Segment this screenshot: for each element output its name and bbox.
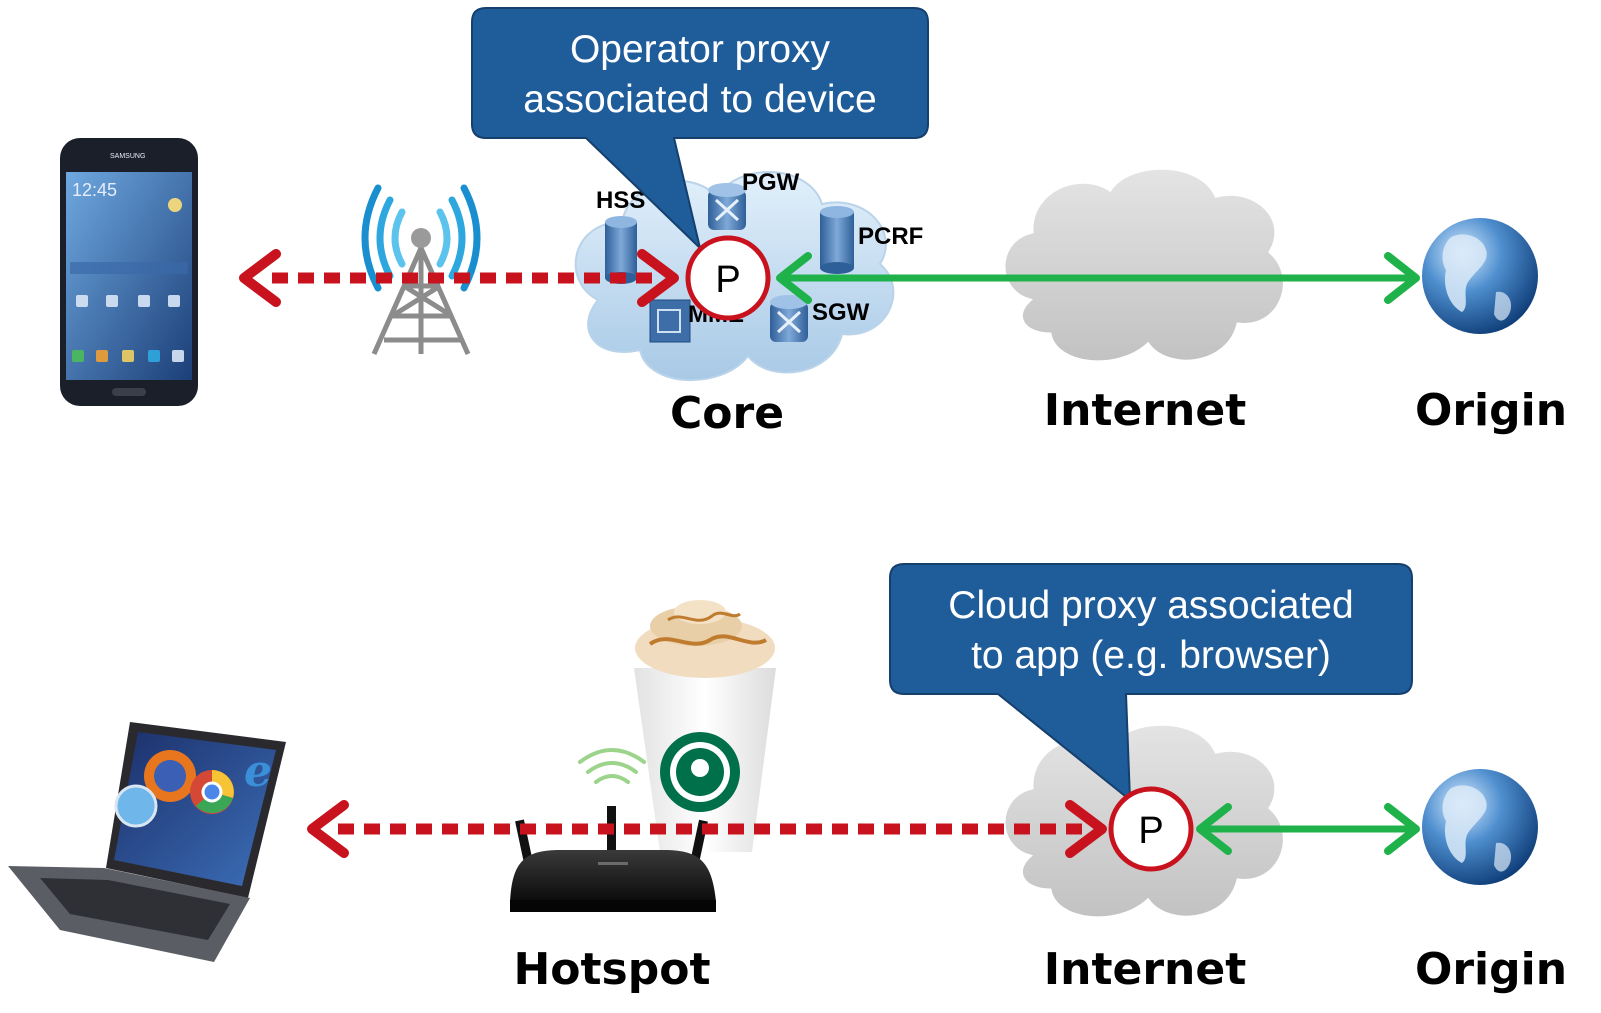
internet-cloud-top	[1002, 166, 1286, 364]
phone-clock-text: 12:45	[72, 180, 117, 200]
svg-text:e: e	[244, 746, 272, 797]
operator-proxy-label: P	[715, 259, 740, 301]
browser-logos-icon: e	[114, 746, 272, 828]
origin-globe-icon-top	[1422, 218, 1538, 334]
phone-brand-text: SAMSUNG	[110, 153, 145, 160]
cloud-proxy-callout: Cloud proxy associated to app (e.g. brow…	[889, 563, 1413, 803]
operator-proxy-line1: Operator proxy	[570, 28, 831, 71]
cloud-proxy-line1: Cloud proxy associated	[948, 584, 1353, 627]
core-label: Core	[670, 388, 784, 439]
solid-link-bottom	[1196, 803, 1420, 855]
cloud-proxy-node: P	[1108, 786, 1194, 872]
sgw-label: SGW	[812, 299, 870, 326]
pcrf-database-icon	[820, 206, 854, 274]
origin-label-top: Origin	[1415, 385, 1567, 436]
cloud-proxy-label: P	[1138, 810, 1163, 852]
dotted-link-top	[239, 249, 679, 307]
pgw-router-icon	[708, 183, 746, 230]
coffee-cup-icon	[634, 600, 776, 852]
pcrf-label: PCRF	[858, 223, 923, 250]
internet-label-top: Internet	[1044, 385, 1246, 436]
wifi-router-icon	[510, 748, 716, 912]
mme-server-icon	[649, 299, 691, 343]
solid-link-top	[776, 252, 1420, 304]
operator-proxy-node: P	[685, 235, 771, 321]
origin-label-bottom: Origin	[1415, 944, 1567, 995]
smartphone-icon: SAMSUNG 12:45	[60, 138, 198, 406]
cell-tower-icon	[361, 184, 481, 356]
hotspot-label: Hotspot	[513, 944, 710, 995]
laptop-icon: e	[8, 722, 286, 962]
internet-label-bottom: Internet	[1044, 944, 1246, 995]
pgw-label: PGW	[742, 169, 800, 196]
origin-globe-icon-bottom	[1422, 769, 1538, 885]
dotted-link-bottom	[307, 800, 1107, 858]
hss-label: HSS	[596, 187, 645, 214]
operator-proxy-line2: associated to device	[523, 78, 876, 121]
sgw-router-icon	[770, 295, 808, 342]
operator-proxy-callout: Operator proxy associated to device	[471, 7, 929, 252]
cloud-proxy-line2: to app (e.g. browser)	[971, 634, 1331, 677]
